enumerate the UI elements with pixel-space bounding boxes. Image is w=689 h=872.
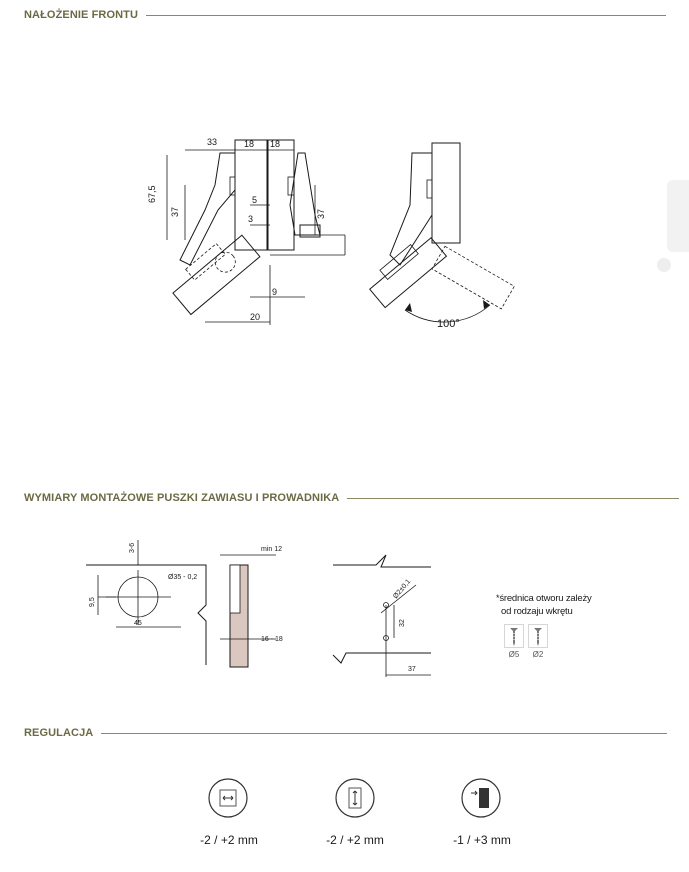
opening-angle: 100° bbox=[437, 318, 460, 330]
dim-20: 20 bbox=[250, 312, 260, 322]
dim-16-18: 16 - 18 bbox=[261, 636, 283, 643]
dim-3: 3 bbox=[248, 214, 253, 224]
section-title: REGULACJA bbox=[24, 727, 94, 739]
mounting-plate-view: Ø2±0,1 32 37 bbox=[332, 554, 431, 677]
adjust-value-depth: -1 / +3 mm bbox=[453, 833, 511, 847]
height-adjust-icon bbox=[335, 778, 375, 818]
section-title: NAŁOŻENIE FRONTU bbox=[24, 9, 139, 21]
note-line-1: średnica otworu zależy bbox=[499, 593, 592, 604]
hinge-open-view: 100° bbox=[369, 142, 515, 330]
screw-icon bbox=[504, 624, 524, 648]
dim-33: 33 bbox=[207, 137, 217, 147]
section-heading-mounting: WYMIARY MONTAŻOWE PUSZKI ZAWIASU I PROWA… bbox=[24, 492, 680, 504]
dim-18b: 18 bbox=[270, 139, 280, 149]
cup-hole-view: 3-6 Ø35 - 0,2 9,5 45 bbox=[86, 540, 207, 665]
screw-2: Ø2 bbox=[528, 624, 548, 662]
section-view: min 12 16 - 18 bbox=[220, 546, 283, 668]
note-line-2: od rodzaju wkrętu bbox=[501, 606, 573, 617]
dim-18a: 18 bbox=[244, 139, 254, 149]
adjust-value-height: -2 / +2 mm bbox=[326, 833, 384, 847]
screw-label: Ø5 bbox=[508, 650, 520, 659]
dim-min-12: min 12 bbox=[261, 546, 282, 553]
dim-32: 32 bbox=[399, 619, 406, 627]
dim-3-6: 3-6 bbox=[129, 543, 136, 553]
dim-37: 37 bbox=[408, 666, 416, 673]
dim-45: 45 bbox=[134, 620, 142, 627]
dim-9-5: 9,5 bbox=[89, 597, 96, 607]
edge-tab bbox=[667, 180, 689, 252]
overlay-technical-drawing: 33 18 18 67,5 37 37 5 3 9 20 100° bbox=[147, 137, 515, 330]
adjust-value-side: -2 / +2 mm bbox=[200, 833, 258, 847]
hinge-side-view: 33 18 18 67,5 37 37 5 3 9 20 bbox=[147, 137, 346, 325]
asterisk: * bbox=[496, 593, 500, 603]
dim-67-5: 67,5 bbox=[147, 185, 157, 203]
screw-icon bbox=[528, 624, 548, 648]
side-adjust-icon bbox=[208, 778, 248, 818]
section-title: WYMIARY MONTAŻOWE PUSZKI ZAWIASU I PROWA… bbox=[24, 492, 340, 504]
depth-adjust-icon bbox=[461, 778, 501, 818]
section-heading-adjustment: REGULACJA bbox=[24, 727, 668, 739]
section-divider bbox=[101, 732, 668, 734]
dim-diam-35: Ø35 - 0,2 bbox=[168, 574, 197, 581]
dim-5: 5 bbox=[252, 195, 257, 205]
section-divider bbox=[347, 497, 680, 499]
screw-5: Ø5 bbox=[504, 624, 524, 662]
screw-label: Ø2 bbox=[532, 650, 544, 659]
dim-9: 9 bbox=[272, 287, 277, 297]
edge-dot bbox=[657, 258, 671, 272]
screw-note: *średnica otworu zależy od rodzaju wkręt… bbox=[496, 592, 592, 618]
section-divider bbox=[146, 14, 667, 16]
dim-diam-2: Ø2±0,1 bbox=[392, 578, 412, 600]
dim-37-left: 37 bbox=[170, 207, 180, 217]
dim-37-right: 37 bbox=[316, 209, 326, 219]
section-heading-front-overlay: NAŁOŻENIE FRONTU bbox=[24, 9, 667, 21]
mounting-technical-drawing: 3-6 Ø35 - 0,2 9,5 45 min 12 16 - 18 Ø2±0… bbox=[86, 540, 431, 677]
